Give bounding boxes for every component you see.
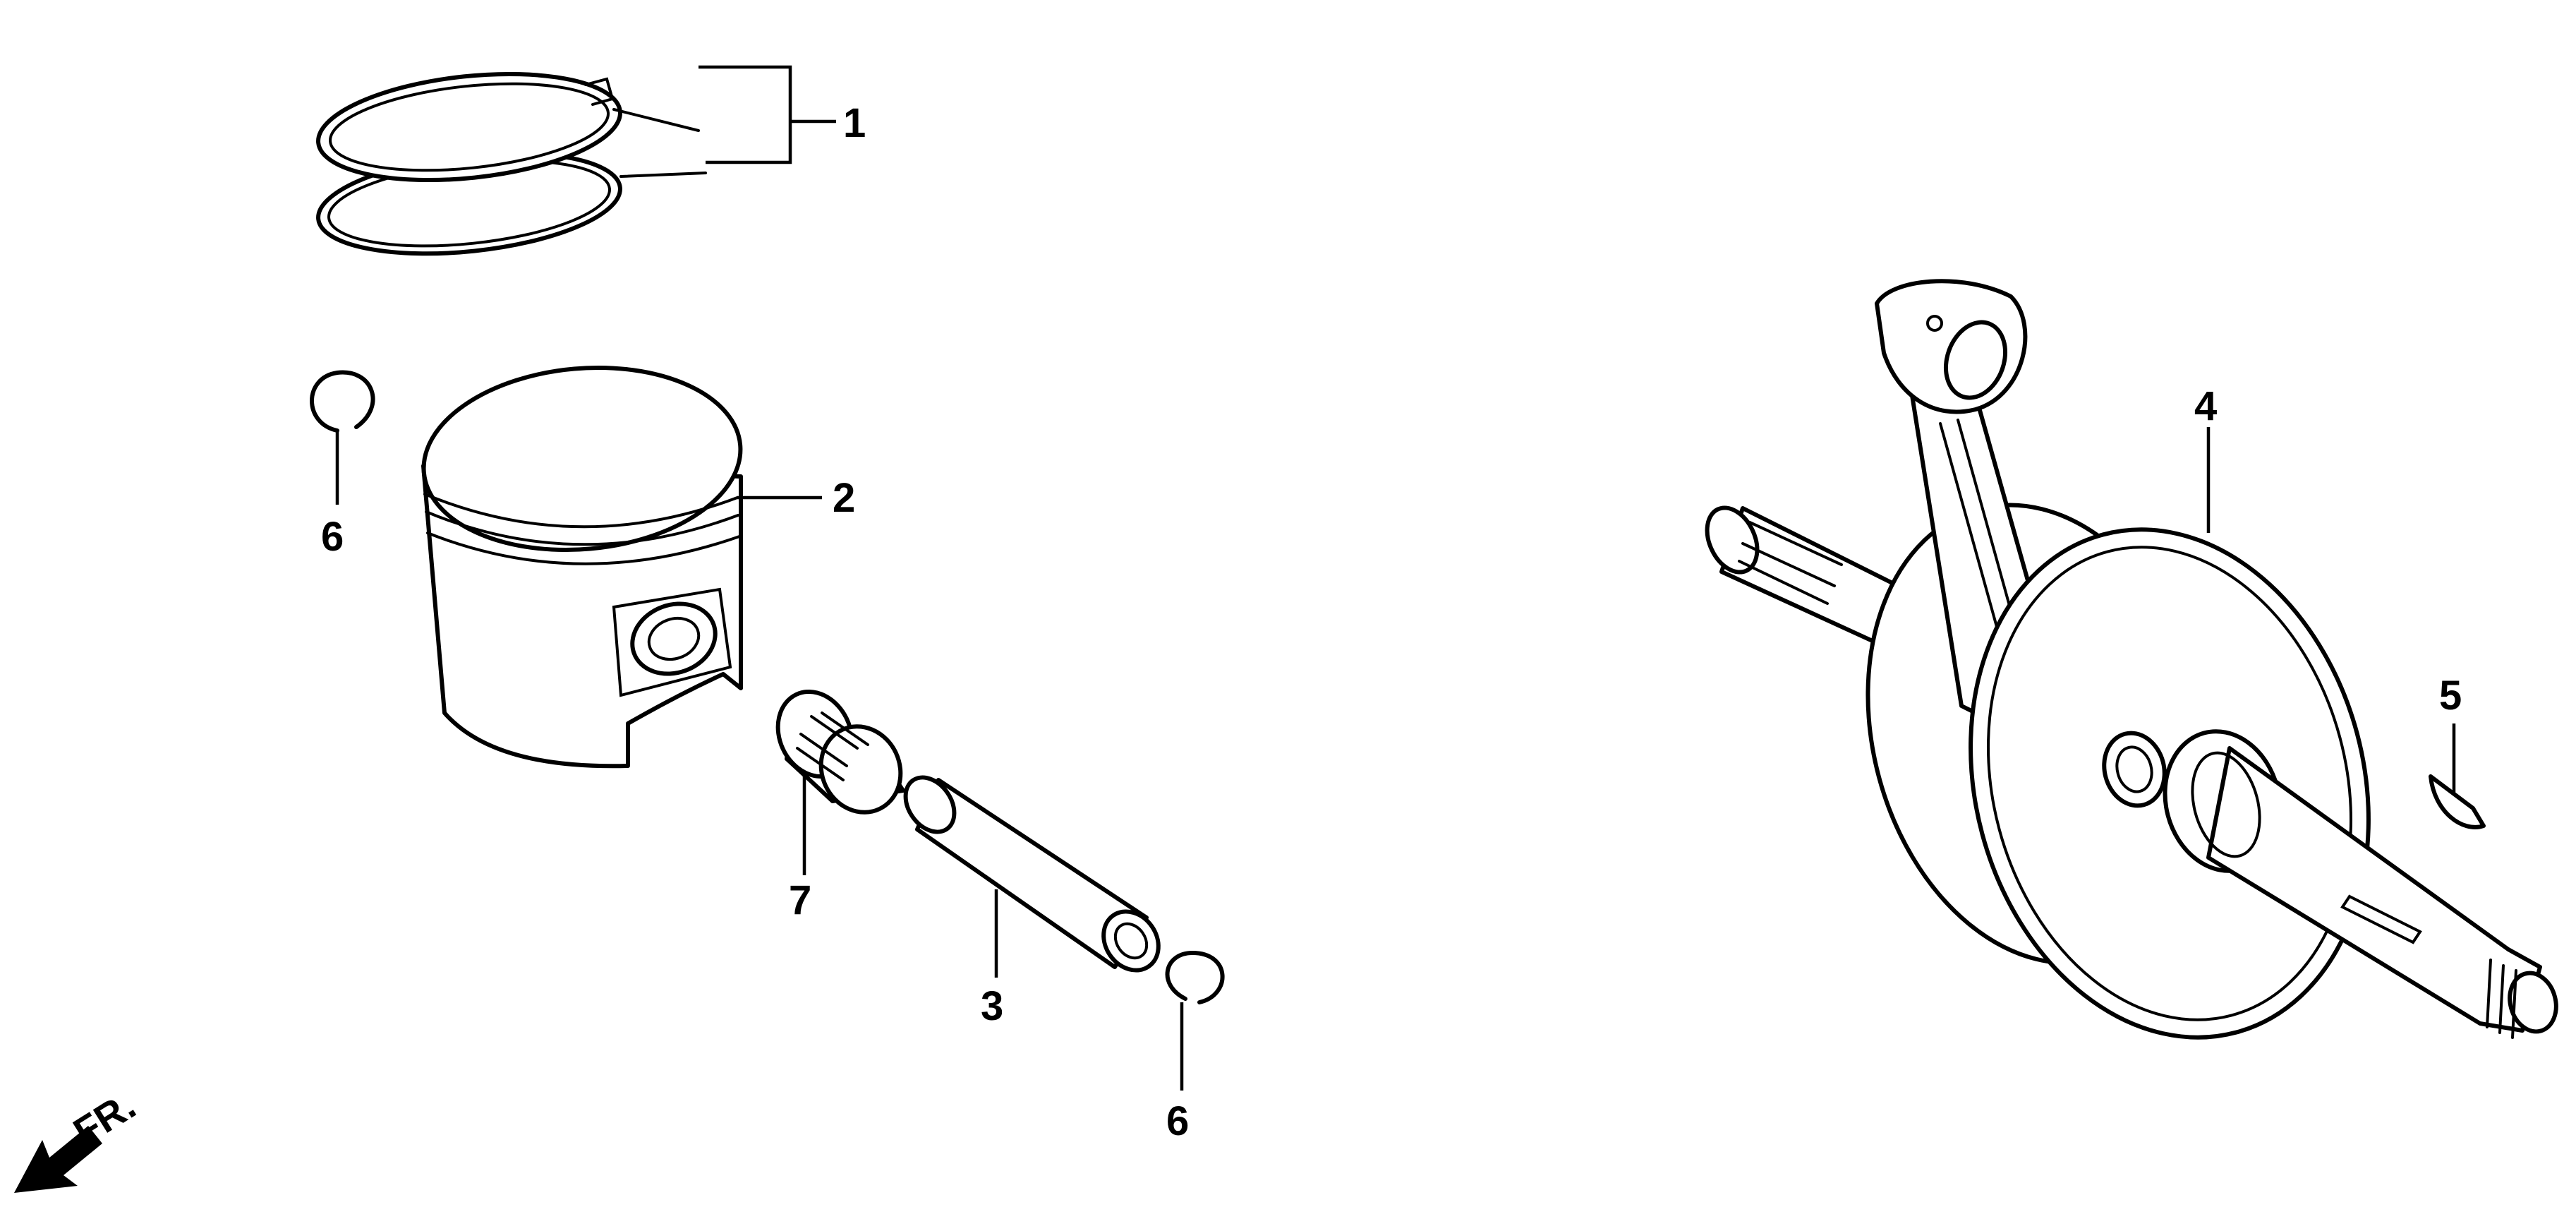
callout-1: 1 [843, 100, 866, 146]
callout-4: 4 [2194, 383, 2217, 429]
piston [421, 365, 743, 769]
piston-pin [903, 775, 1161, 973]
front-arrow-icon [14, 1126, 102, 1193]
callout-2: 2 [833, 475, 855, 521]
leader-line-1 [699, 65, 836, 164]
callout-7: 7 [789, 877, 811, 923]
piston-pin-clip-right [1165, 951, 1225, 1004]
callout-5: 5 [2439, 673, 2462, 719]
crankshaft-assembly [1705, 279, 2558, 1040]
woodruff-key [2429, 774, 2486, 829]
callout-6-right: 6 [1166, 1098, 1189, 1144]
callout-3: 3 [981, 983, 1003, 1029]
piston-ring-set [316, 71, 707, 256]
callout-6-left: 6 [321, 514, 344, 560]
piston-pin-clip-left [310, 370, 375, 433]
needle-bearing [775, 689, 905, 815]
